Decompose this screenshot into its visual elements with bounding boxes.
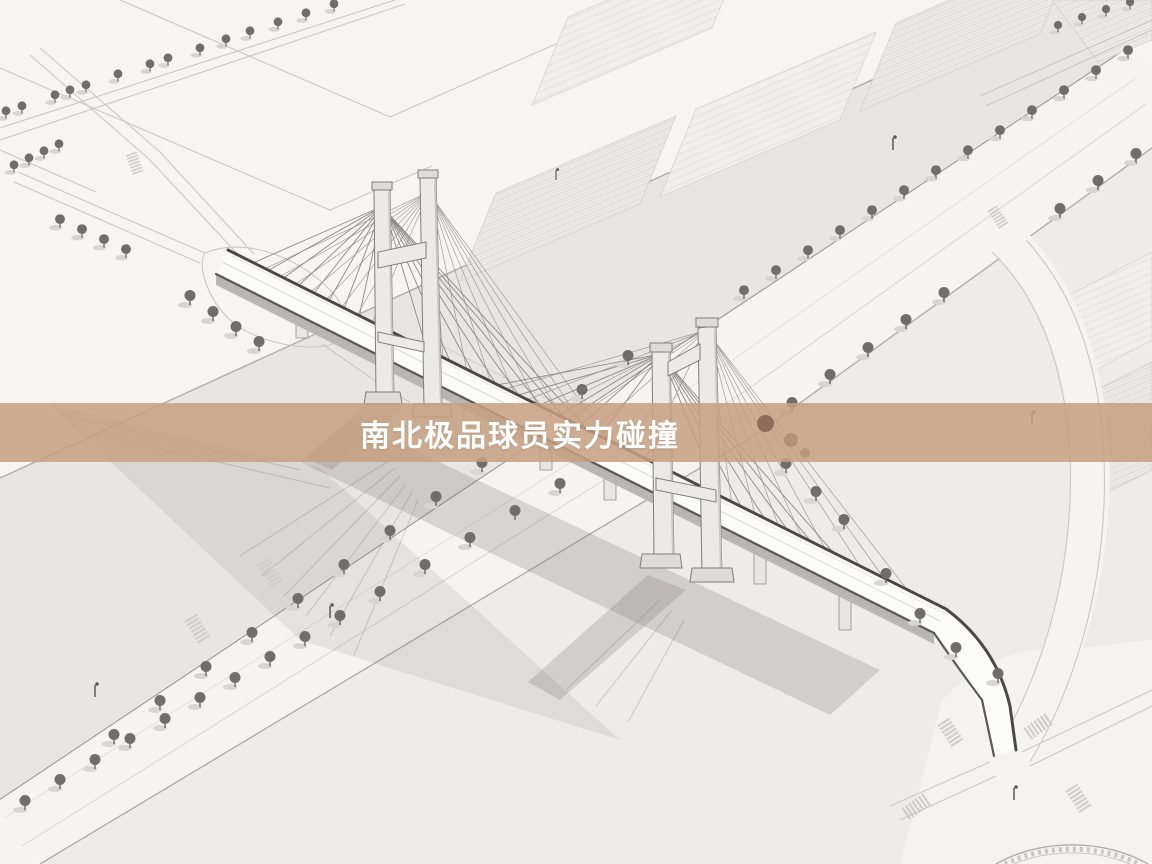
page-title: 南北极品球员实力碰撞 [360, 419, 680, 453]
farm-plots [459, 0, 1152, 493]
roundabout-intersection [889, 689, 1152, 864]
banner-tree [800, 448, 810, 458]
corner-road [979, 19, 1152, 107]
side-road-east [991, 226, 1110, 768]
title-banner: 南北极品球员实力碰撞 [0, 403, 1152, 462]
local-roads-west [0, 0, 411, 403]
banner-tree [757, 415, 774, 432]
banner-tree [784, 433, 798, 447]
